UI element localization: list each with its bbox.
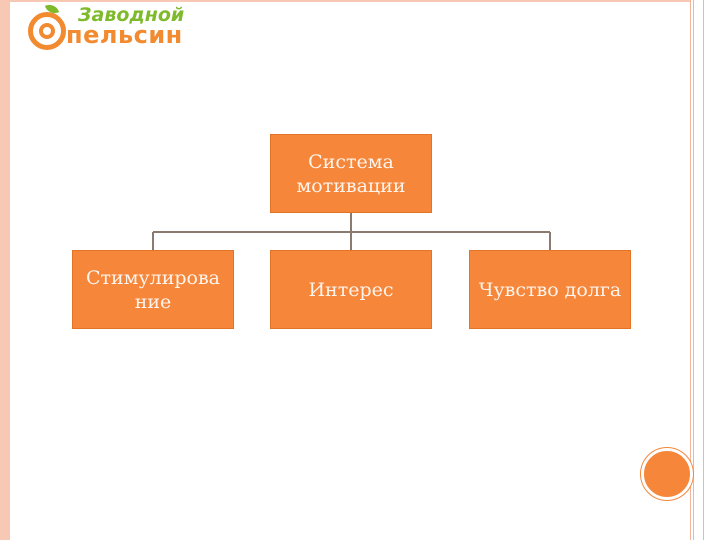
- orange-at-icon: [28, 12, 66, 50]
- slide-frame-right-line: [703, 0, 704, 540]
- slide-frame-right: [690, 0, 694, 540]
- node-child-3: Чувство долга: [469, 250, 631, 329]
- logo-text-top: Заводной: [78, 4, 185, 26]
- slide-frame-left: [0, 0, 10, 540]
- brand-logo: Заводной пельсин: [28, 2, 208, 54]
- decorative-circle: [641, 448, 693, 500]
- node-child-1-label: Стимулирова ние: [85, 266, 221, 313]
- node-child-2-label: Интерес: [308, 278, 394, 301]
- node-child-3-label: Чувство долга: [478, 278, 622, 301]
- node-child-1: Стимулирова ние: [72, 250, 234, 329]
- node-root: Система мотивации: [270, 134, 432, 213]
- node-child-2: Интерес: [270, 250, 432, 329]
- node-root-label: Система мотивации: [296, 150, 406, 197]
- logo-text-bottom: пельсин: [66, 21, 183, 49]
- slide-frame-top: [10, 0, 690, 2]
